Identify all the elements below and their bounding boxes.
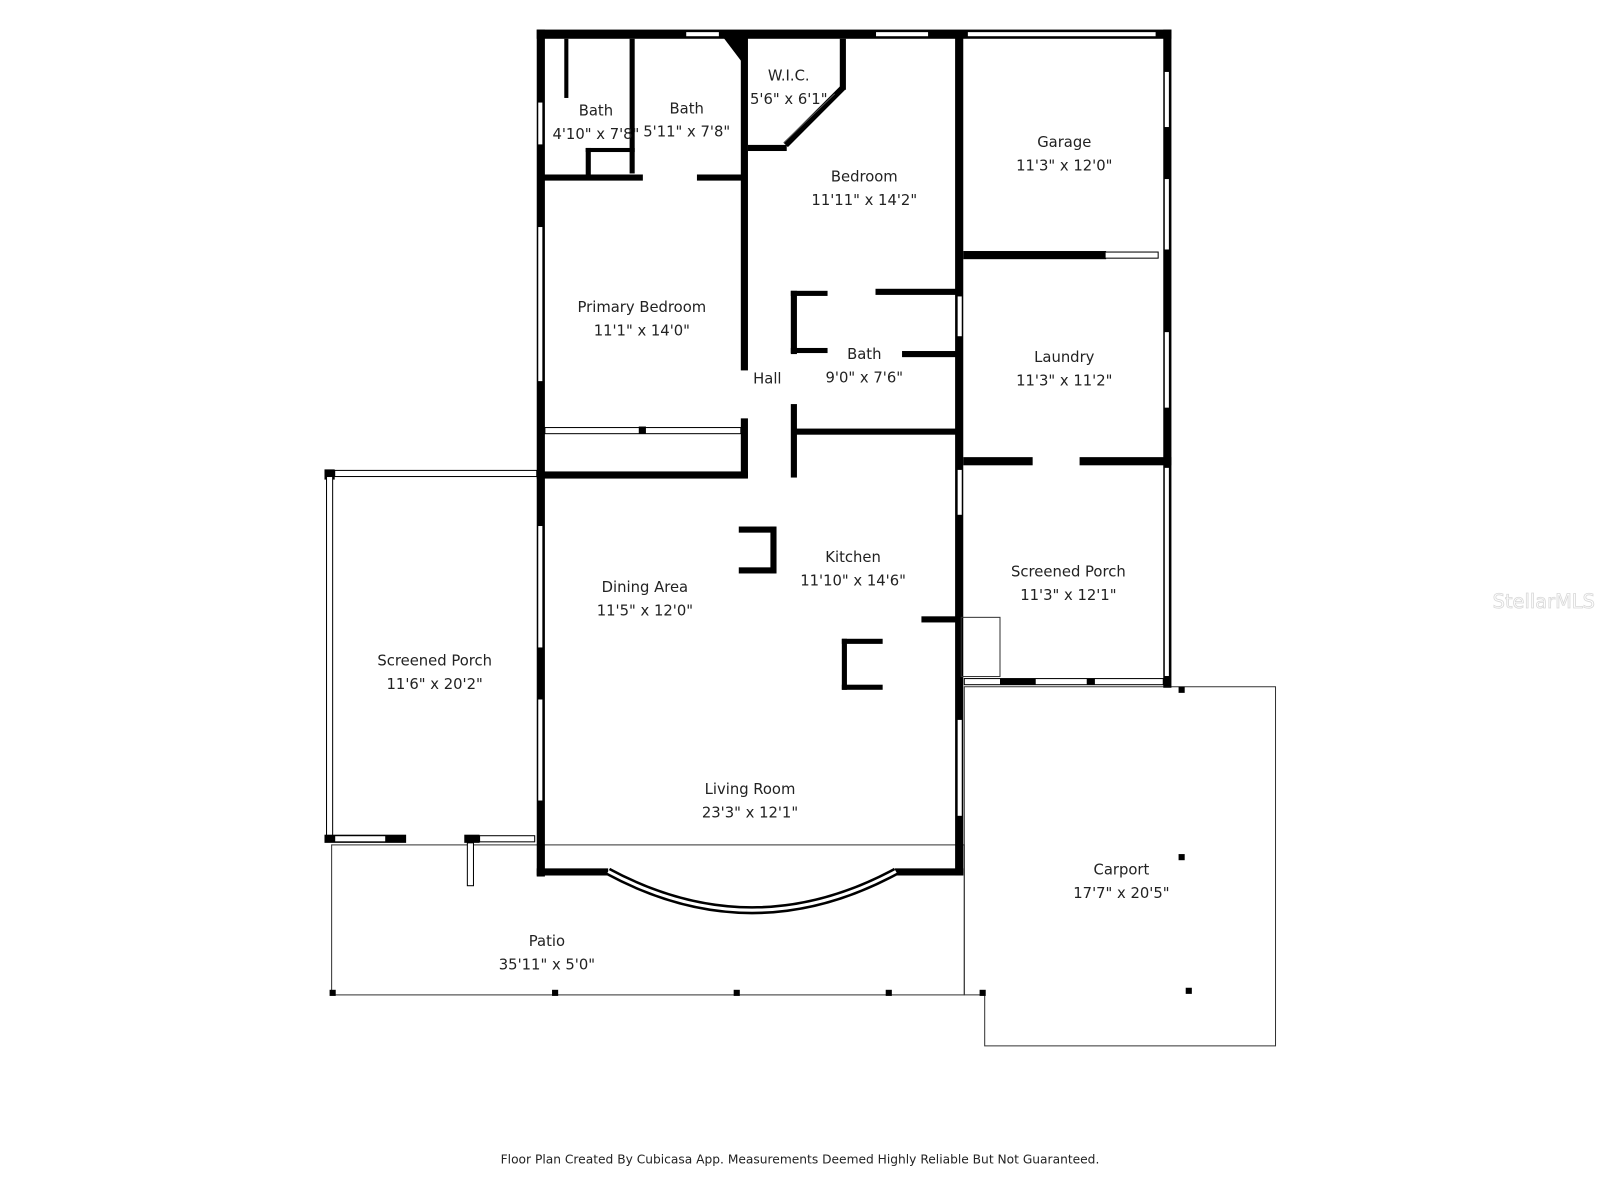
room-wic: W.I.C. 5'6" x 6'1" (750, 68, 828, 108)
svg-text:11'6" x 20'2": 11'6" x 20'2" (387, 676, 483, 693)
room-dining-area: Dining Area 11'5" x 12'0" (597, 579, 693, 619)
svg-text:11'3" x 11'2": 11'3" x 11'2" (1016, 373, 1112, 390)
svg-text:Bedroom: Bedroom (831, 169, 898, 186)
room-primary-bedroom: Primary Bedroom 11'1" x 14'0" (578, 299, 707, 339)
svg-text:23'3" x 12'1": 23'3" x 12'1" (702, 804, 798, 821)
svg-text:4'10" x 7'8": 4'10" x 7'8" (552, 126, 639, 143)
svg-text:11'5" x 12'0": 11'5" x 12'0" (597, 602, 693, 619)
room-laundry: Laundry 11'3" x 11'2" (1016, 349, 1112, 389)
svg-text:11'11" x 14'2": 11'11" x 14'2" (811, 192, 917, 209)
svg-text:11'10" x 14'6": 11'10" x 14'6" (800, 573, 906, 590)
room-screened-porch-right: Screened Porch 11'3" x 12'1" (1011, 564, 1126, 604)
svg-text:11'3" x 12'0": 11'3" x 12'0" (1016, 157, 1112, 174)
svg-text:Patio: Patio (529, 933, 565, 950)
room-patio: Patio 35'11" x 5'0" (499, 933, 595, 973)
room-labels: Bath 4'10" x 7'8" Bath 5'11" x 7'8" W.I.C.… (377, 68, 1169, 974)
svg-text:9'0" x 7'6": 9'0" x 7'6" (826, 370, 904, 387)
svg-text:17'7" x 20'5": 17'7" x 20'5" (1073, 885, 1169, 902)
svg-text:11'1" x 14'0": 11'1" x 14'0" (594, 323, 690, 340)
svg-text:Screened Porch: Screened Porch (1011, 564, 1126, 581)
room-bedroom: Bedroom 11'11" x 14'2" (811, 169, 917, 209)
svg-text:W.I.C.: W.I.C. (768, 68, 810, 85)
svg-text:Laundry: Laundry (1034, 349, 1094, 366)
svg-text:11'3" x 12'1": 11'3" x 12'1" (1020, 587, 1116, 604)
svg-text:Carport: Carport (1094, 861, 1150, 878)
room-hall: Hall (753, 371, 781, 388)
svg-text:Bath: Bath (579, 102, 613, 119)
svg-text:Bath: Bath (670, 100, 704, 117)
svg-text:Primary Bedroom: Primary Bedroom (578, 299, 707, 316)
svg-text:35'11" x 5'0": 35'11" x 5'0" (499, 956, 595, 973)
room-bath-2: Bath 5'11" x 7'8" (643, 100, 730, 140)
svg-text:Screened Porch: Screened Porch (377, 652, 492, 669)
room-living-room: Living Room 23'3" x 12'1" (702, 781, 798, 821)
room-carport: Carport 17'7" x 20'5" (1073, 861, 1169, 901)
svg-text:Kitchen: Kitchen (825, 549, 881, 566)
footer-disclaimer: Floor Plan Created By Cubicasa App. Meas… (501, 1152, 1100, 1166)
svg-text:Dining Area: Dining Area (602, 579, 688, 596)
room-screened-porch-left: Screened Porch 11'6" x 20'2" (377, 652, 492, 692)
patio-outline (331, 844, 965, 996)
svg-text:Hall: Hall (753, 371, 781, 388)
room-garage: Garage 11'3" x 12'0" (1016, 134, 1112, 174)
svg-text:Bath: Bath (847, 346, 881, 363)
svg-text:5'11" x 7'8": 5'11" x 7'8" (643, 124, 730, 141)
outdoor-areas (329, 686, 1277, 1047)
svg-text:Living Room: Living Room (705, 781, 796, 798)
walls (324, 29, 1172, 915)
room-kitchen: Kitchen 11'10" x 14'6" (800, 549, 906, 589)
room-bath-3: Bath 9'0" x 7'6" (826, 346, 904, 386)
room-bath-1: Bath 4'10" x 7'8" (552, 102, 639, 142)
svg-text:5'6" x 6'1": 5'6" x 6'1" (750, 91, 828, 108)
carport-outline (963, 686, 1277, 1047)
svg-text:Garage: Garage (1037, 134, 1091, 151)
watermark: StellarMLS (1493, 590, 1595, 613)
